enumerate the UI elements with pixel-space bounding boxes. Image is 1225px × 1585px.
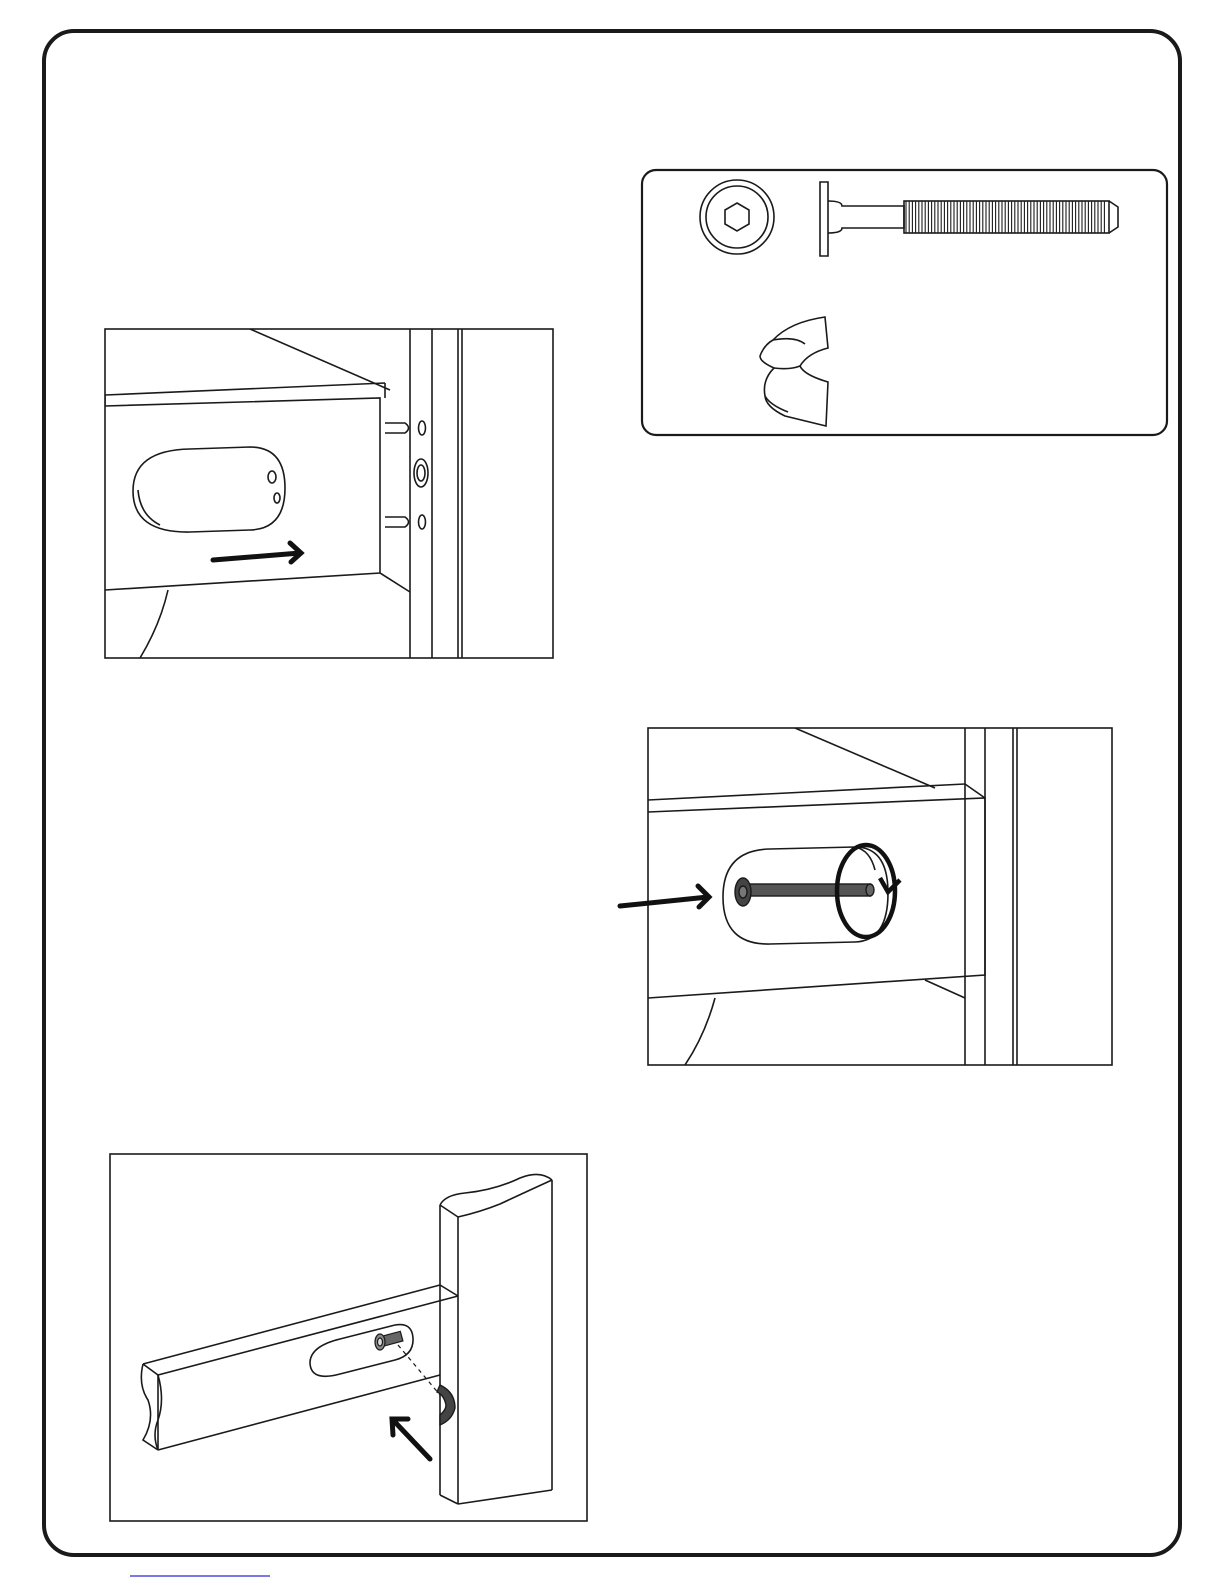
figure-3 [110,1154,587,1521]
insert-arrow-right-icon [620,886,709,907]
figure-2 [620,728,1112,1065]
hardware-panel [642,170,1167,435]
push-arrow-right-icon [213,543,301,562]
connector-bolt-installed [735,878,874,906]
figure-1 [105,329,553,658]
